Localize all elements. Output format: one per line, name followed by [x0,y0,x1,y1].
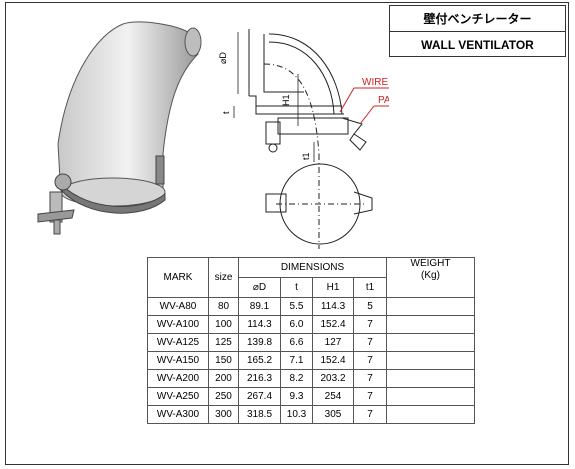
cell-t: 8.2 [280,369,313,388]
title-english: WALL VENTILATOR [390,31,565,57]
title-japanese: 壁付ベンチレーター [423,12,532,26]
table-row: WV-A300 300 318.5 10.3 305 7 [147,405,475,424]
cell-weight [386,351,475,370]
cell-od: 114.3 [238,315,281,334]
cell-t1: 7 [353,351,387,370]
header-od: ⌀D [238,277,281,298]
table-row: WV-A80 80 89.1 5.5 114.3 5 [147,297,475,316]
cell-od: 318.5 [238,405,281,424]
cell-t1: 7 [353,333,387,352]
ventilator-3d-illustration [37,21,202,235]
document-frame [5,2,569,465]
wing-bolt-icon [37,173,75,235]
packing-label: PACKING [378,95,389,106]
table-row: WV-A150 150 165.2 7.1 152.4 7 [147,351,475,370]
cell-od: 139.8 [238,333,281,352]
cell-weight [386,315,475,334]
cell-od: 267.4 [238,387,281,406]
cell-size: 200 [208,369,239,388]
cell-mark: WV-A300 [147,405,209,424]
cell-mark: WV-A125 [147,333,209,352]
t1-label: t1 [301,152,311,160]
cell-h1: 114.3 [312,297,354,316]
cell-od: 165.2 [238,351,281,370]
t-label: t [221,111,231,114]
cell-h1: 305 [312,405,354,424]
table-row: WV-A100 100 114.3 6.0 152.4 7 [147,315,475,334]
header-h1: H1 [312,277,354,298]
cell-weight [386,297,475,316]
cell-size: 80 [208,297,239,316]
annotation-leaders [339,87,389,125]
h1-label: H1 [281,94,291,106]
spec-table: MARK size DIMENSIONS WEIGHT (Kg) ⌀D t H1… [147,257,475,424]
cell-t1: 7 [353,369,387,388]
table-row: WV-A125 125 139.8 6.6 127 7 [147,333,475,352]
cell-t1: 5 [353,297,387,316]
cell-h1: 152.4 [312,351,354,370]
header-t: t [280,277,313,298]
cell-t1: 7 [353,387,387,406]
cell-h1: 203.2 [312,369,354,388]
header-weight-label: WEIGHT [410,258,451,269]
cell-mark: WV-A80 [147,297,209,316]
header-mark: MARK [147,257,209,298]
technical-drawing: ⌀D H1 t t1 WIRE NET PACKING [218,29,389,249]
cell-weight [386,387,475,406]
header-t1: t1 [353,277,387,298]
cell-size: 100 [208,315,239,334]
cell-h1: 254 [312,387,354,406]
cell-t1: 7 [353,405,387,424]
cell-od: 89.1 [238,297,281,316]
cell-t: 7.1 [280,351,313,370]
header-size: size [208,257,239,298]
cell-t: 6.6 [280,333,313,352]
cell-weight [386,333,475,352]
cell-h1: 152.4 [312,315,354,334]
header-weight: WEIGHT (Kg) [386,257,475,298]
od-label: ⌀D [218,52,228,64]
title-block: 壁付ベンチレーター WALL VENTILATOR [389,5,566,57]
cell-t: 9.3 [280,387,313,406]
cell-weight [386,405,475,424]
table-row: WV-A200 200 216.3 8.2 203.2 7 [147,369,475,388]
cell-t: 5.5 [280,297,313,316]
header-weight-unit: (Kg) [421,270,440,281]
cell-mark: WV-A200 [147,369,209,388]
cell-t: 10.3 [280,405,313,424]
cell-mark: WV-A250 [147,387,209,406]
cell-size: 250 [208,387,239,406]
wire-net-label: WIRE NET [362,77,389,88]
cell-size: 125 [208,333,239,352]
cell-mark: WV-A150 [147,351,209,370]
table-row: WV-A250 250 267.4 9.3 254 7 [147,387,475,406]
cell-size: 300 [208,405,239,424]
cell-od: 216.3 [238,369,281,388]
cell-h1: 127 [312,333,354,352]
cell-mark: WV-A100 [147,315,209,334]
header-dimensions: DIMENSIONS [238,257,387,278]
cell-size: 150 [208,351,239,370]
cell-t: 6.0 [280,315,313,334]
cell-t1: 7 [353,315,387,334]
cell-weight [386,369,475,388]
